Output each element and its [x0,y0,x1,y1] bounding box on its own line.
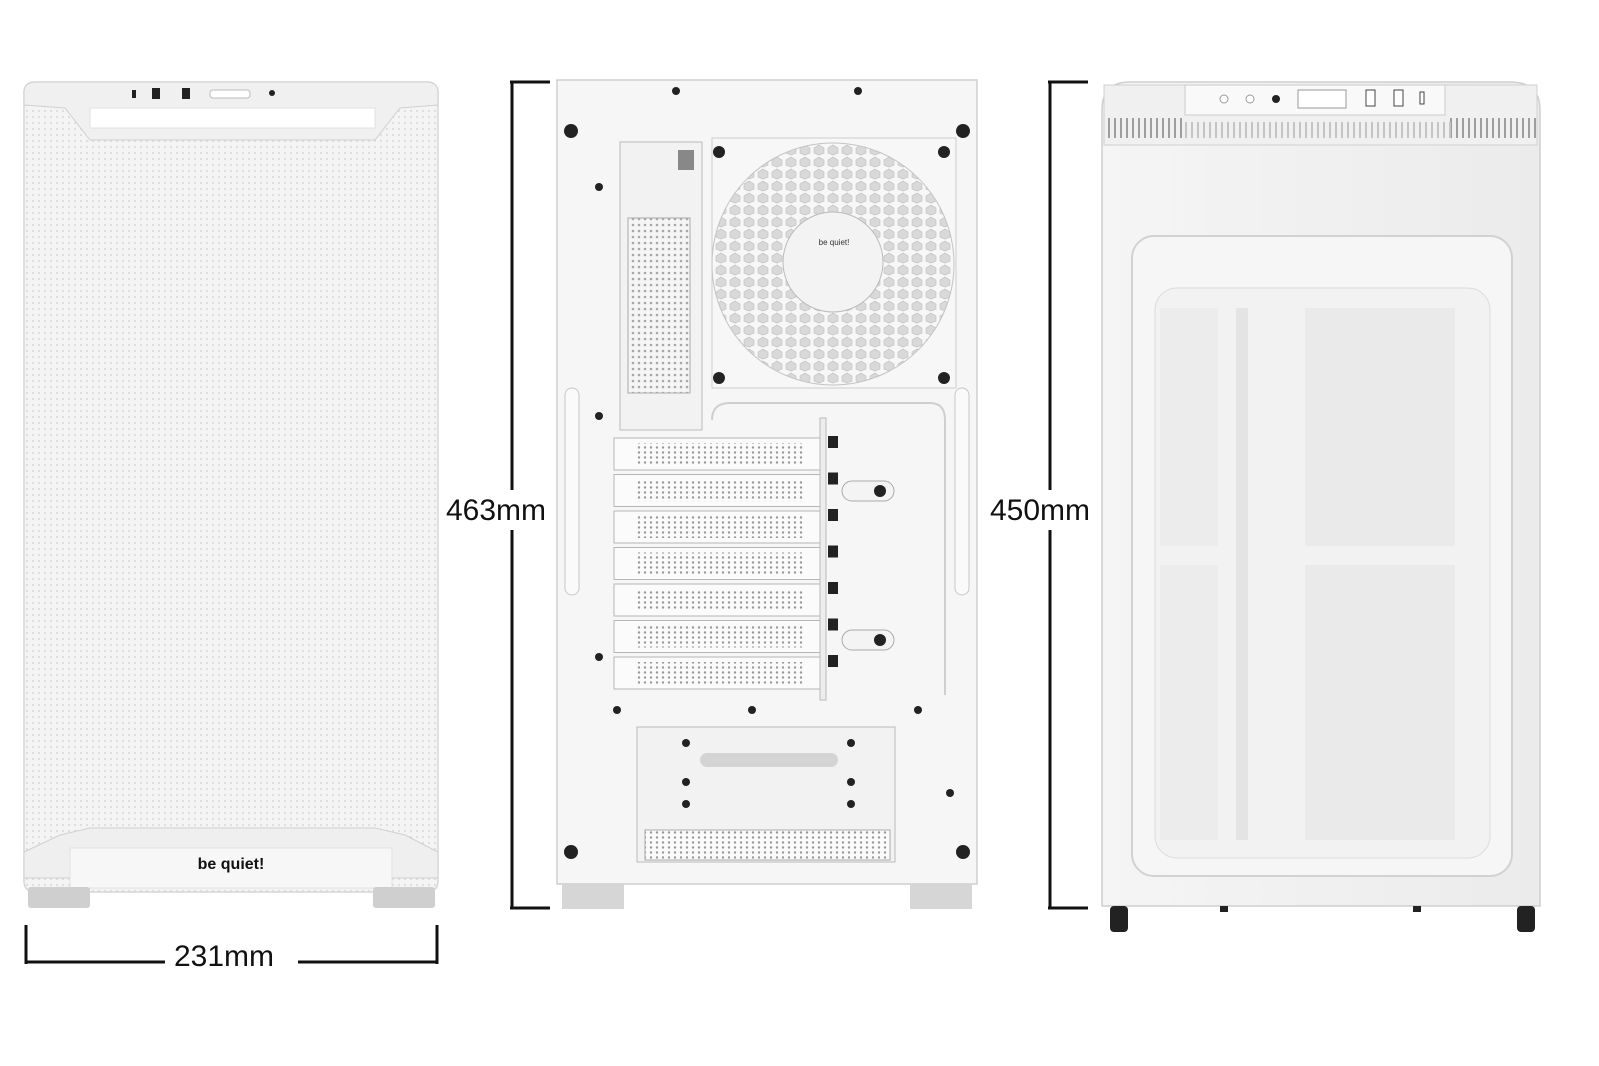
front-io-ports [132,88,275,99]
rear-view [556,79,978,909]
top-vents [1108,118,1536,138]
side-view [1101,81,1541,932]
width-label: 231mm [174,940,275,974]
front-foot-left [28,887,90,908]
side-height-dimension-line [1048,80,1088,910]
side-foot-left [1110,906,1128,932]
side-height-label: 450mm [990,494,1091,528]
front-mesh-panel [23,81,439,893]
rear-foot-left [562,884,624,909]
side-foot-right [1517,906,1535,932]
rear-height-dimension-line [510,80,550,910]
front-view [23,81,439,908]
expansion-slots [613,436,838,690]
psu-mesh [627,217,691,394]
front-foot-right [373,887,435,908]
thumb-screws [564,87,970,859]
front-brand-logo: be quiet! [197,856,265,873]
rear-foot-right [910,884,972,909]
width-dimension-line [24,925,439,964]
rear-height-label: 463mm [446,494,547,528]
fan-brand-logo: be quiet! [818,238,850,247]
side-top-io [1184,84,1446,116]
